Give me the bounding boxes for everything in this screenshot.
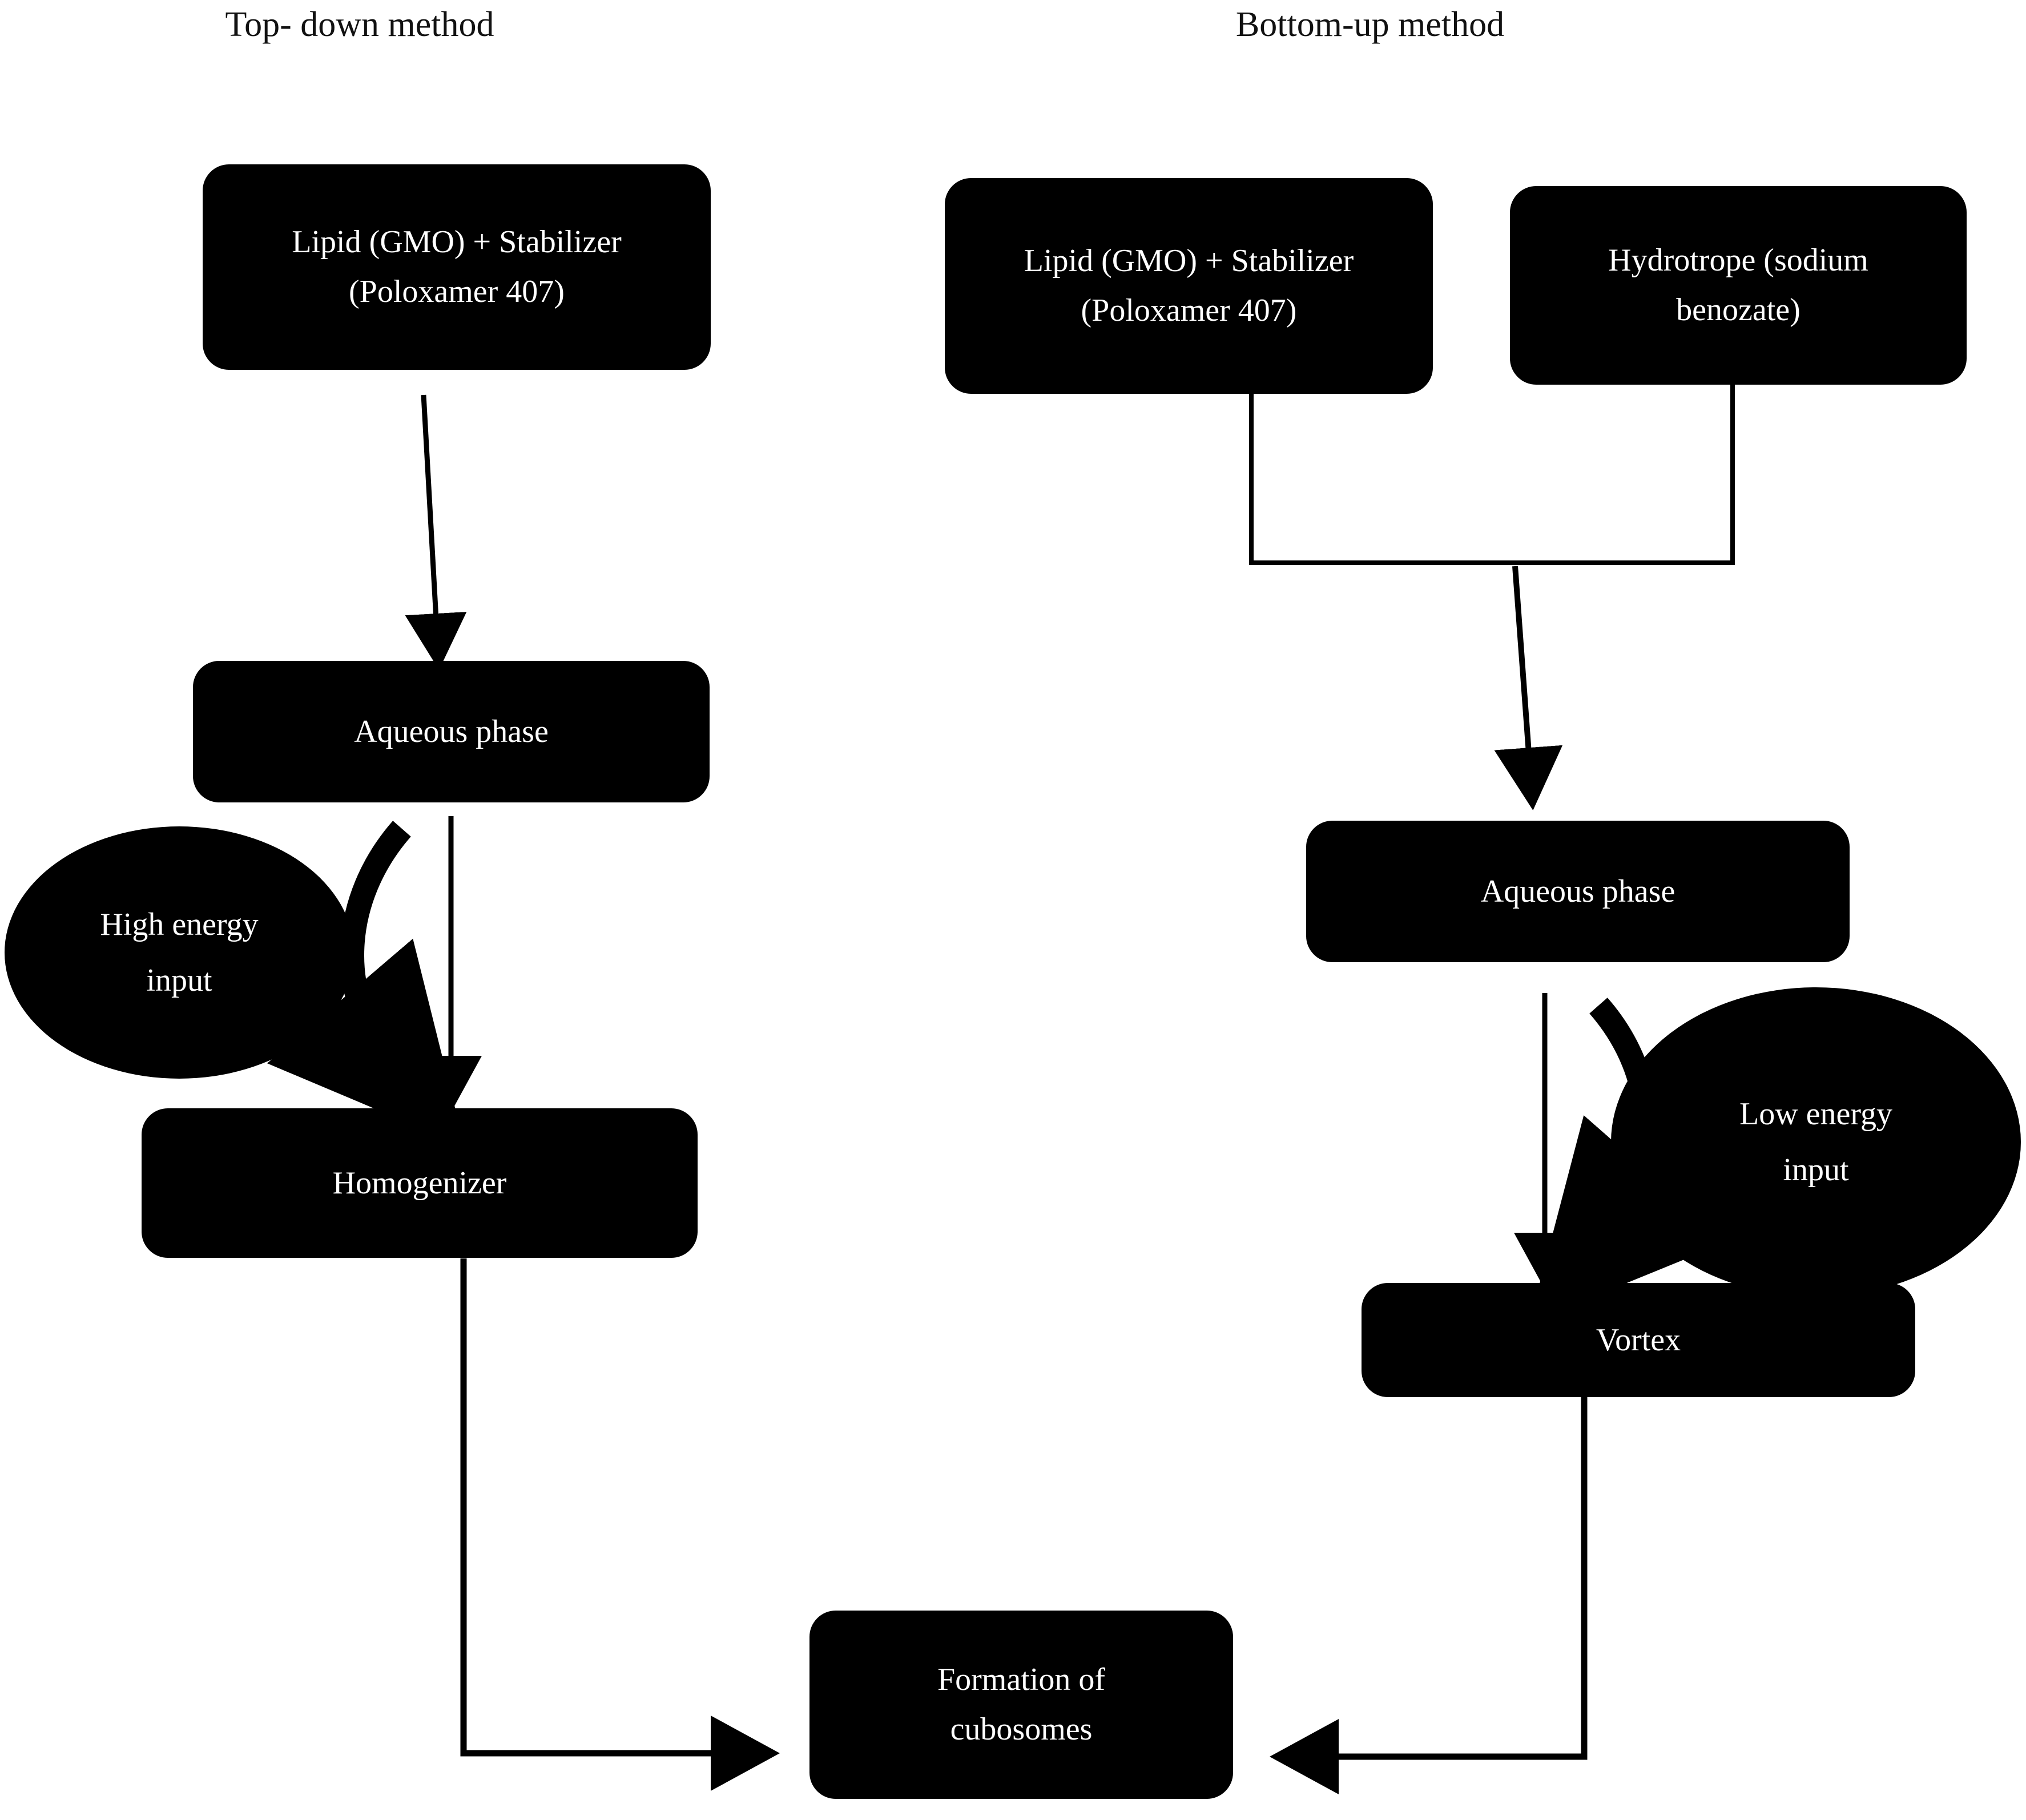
node-lipid-stabilizer-right[interactable]: Lipid (GMO) + Stabilizer (Poloxamer 407) [945,178,1433,394]
arrow-bracket-to-aqueous-right [1494,566,1563,810]
node-vortex[interactable]: Vortex [1362,1283,1915,1397]
node-hydrotrope-line1: Hydrotrope (sodium [1608,243,1868,279]
elbow-homogenizer-to-outcome [460,1258,780,1791]
node-aqueous-phase-right[interactable]: Aqueous phase [1306,821,1850,962]
bracket-top-right [1249,384,1735,565]
node-lipid-stabilizer-left-line2: (Poloxamer 407) [349,274,565,309]
curved-arrow-high-energy [267,821,465,1147]
column-title-bottom-up: Bottom-up method [1113,5,1627,45]
column-title-top-down: Top- down method [131,5,588,45]
node-aqueous-phase-left-label: Aqueous phase [354,713,549,749]
node-formation-of-cubosomes-line1: Formation of [937,1662,1105,1698]
node-lipid-stabilizer-left-line1: Lipid (GMO) + Stabilizer [292,224,622,260]
node-lipid-stabilizer-right-line1: Lipid (GMO) + Stabilizer [1024,243,1354,279]
ellipse-high-energy-input-line2: input [146,963,212,998]
node-homogenizer-label: Homogenizer [332,1165,507,1201]
ellipse-high-energy-input[interactable]: High energy input [5,826,354,1079]
node-vortex-label: Vortex [1596,1322,1681,1358]
node-aqueous-phase-right-label: Aqueous phase [1480,873,1675,909]
ellipse-high-energy-input-line1: High energy [100,907,259,942]
arrow-lipid-to-aqueous-left [405,394,467,670]
node-aqueous-phase-left[interactable]: Aqueous phase [193,661,710,802]
column-title-bottom-up-label: Bottom-up method [1235,5,1505,44]
elbow-vortex-to-outcome [1270,1397,1588,1794]
ellipse-low-energy-input[interactable]: Low energy input [1611,987,2021,1297]
node-formation-of-cubosomes[interactable]: Formation of cubosomes [809,1611,1233,1799]
ellipse-low-energy-input-line1: Low energy [1739,1096,1892,1132]
node-hydrotrope[interactable]: Hydrotrope (sodium benozate) [1510,186,1967,385]
node-formation-of-cubosomes-line2: cubosomes [950,1712,1093,1747]
column-title-top-down-label: Top- down method [225,5,494,44]
node-lipid-stabilizer-right-line2: (Poloxamer 407) [1081,293,1297,328]
node-lipid-stabilizer-left[interactable]: Lipid (GMO) + Stabilizer (Poloxamer 407) [203,164,711,370]
node-hydrotrope-line2: benozate) [1676,292,1801,328]
ellipse-low-energy-input-line2: input [1783,1152,1849,1188]
node-homogenizer[interactable]: Homogenizer [142,1108,698,1258]
